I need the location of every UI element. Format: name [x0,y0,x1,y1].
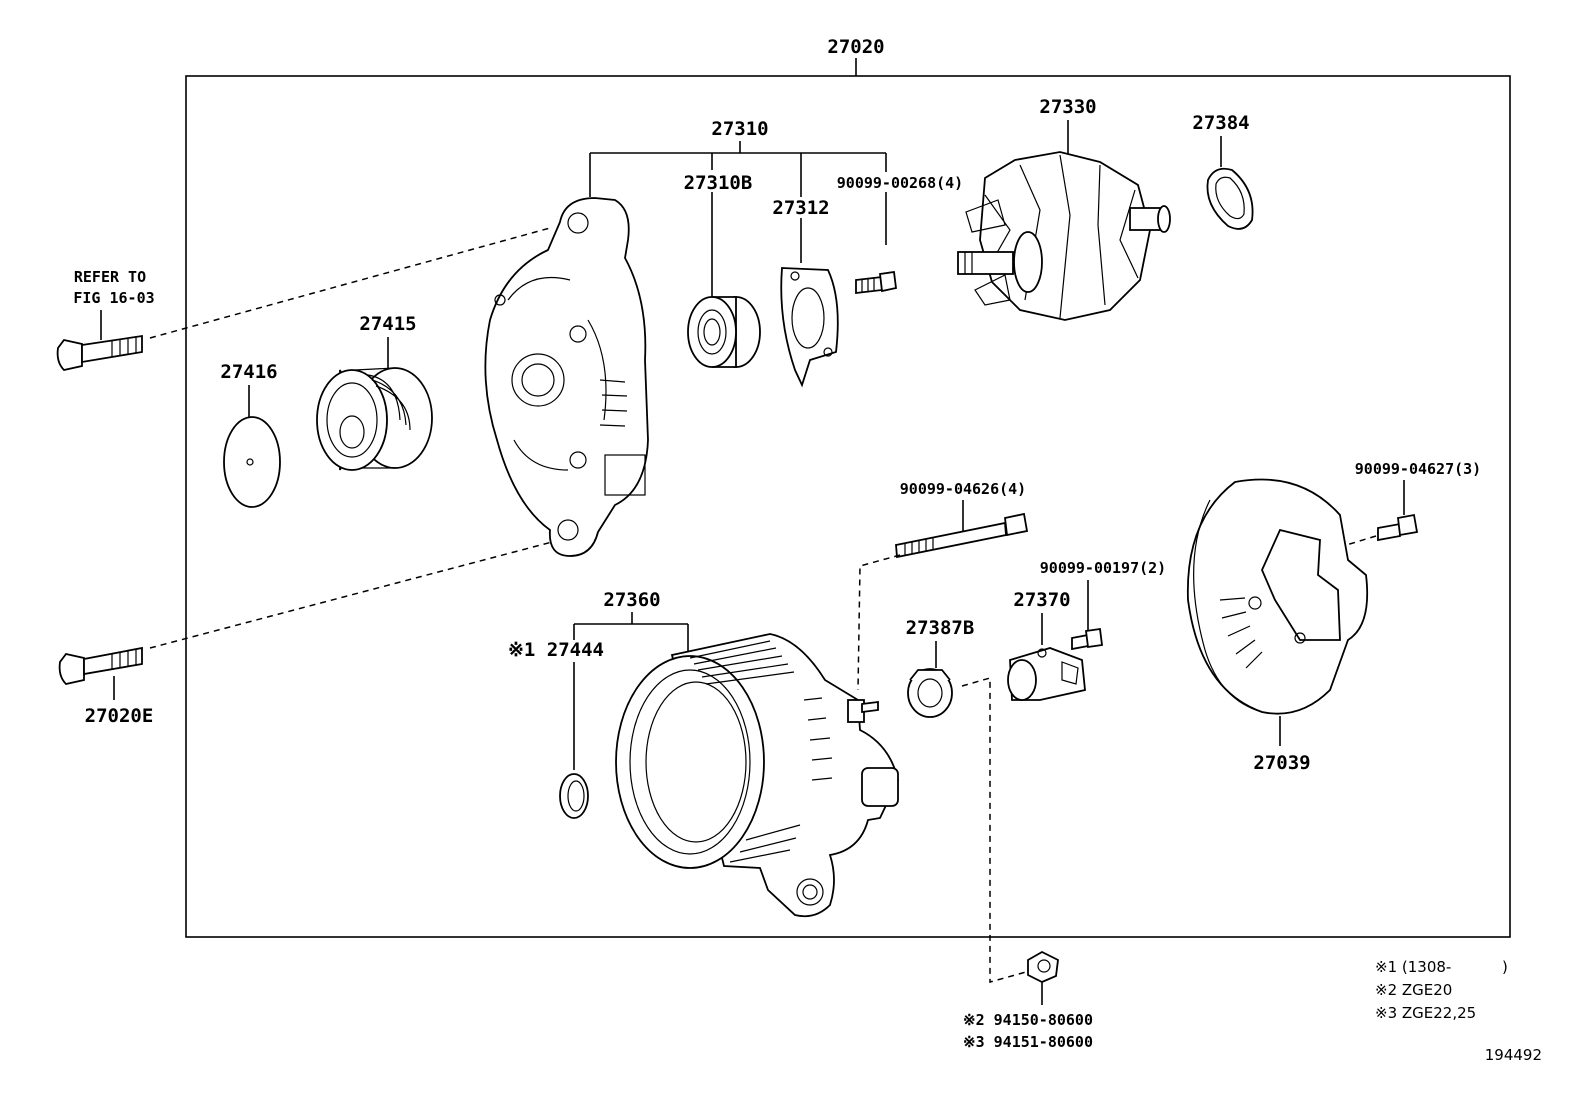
label-27360[interactable]: 27360 [603,589,660,611]
through-bolt-lower-part[interactable] [58,646,143,685]
screw-90099-00197-part[interactable] [1071,627,1104,651]
label-27415[interactable]: 27415 [359,313,416,335]
label-90099-04627[interactable]: 90099-04627(3) [1355,460,1481,478]
assembly-frame [185,75,1511,938]
bearing-part[interactable] [687,296,761,368]
label-27039[interactable]: 27039 [1253,752,1310,774]
dash-rear-cover-screw [1329,535,1377,551]
terminal-insulator-part[interactable] [907,668,953,718]
voltage-regulator-part[interactable] [1007,647,1086,701]
note-1-close: ) [1502,958,1508,976]
screw-90099-00268-part[interactable] [855,270,897,295]
label-90099-00197[interactable]: 90099-00197(2) [1040,559,1166,577]
label-27020e[interactable]: 27020E [85,705,154,727]
leader-27310-bracket [589,141,887,298]
seal-ring-part[interactable] [1206,167,1254,230]
dash-terminal-to-nut [961,677,1027,983]
label-94151[interactable]: ※3 94151-80600 [963,1033,1093,1051]
o-ring-27444-part[interactable] [559,773,589,819]
label-90099-04626[interactable]: 90099-04626(4) [900,480,1026,498]
label-refer-line1: REFER TO [74,268,146,286]
label-27387b[interactable]: 27387B [906,617,975,639]
label-94150[interactable]: ※2 94150-80600 [963,1011,1093,1029]
label-27370[interactable]: 27370 [1013,589,1070,611]
nut-part[interactable] [1027,950,1059,983]
through-bolt-upper-part[interactable] [56,334,143,371]
label-refer-line2: FIG 16-03 [73,289,154,307]
label-90099-00268[interactable]: 90099-00268(4) [837,174,963,192]
label-27310[interactable]: 27310 [711,118,768,140]
label-27330[interactable]: 27330 [1039,96,1096,118]
rotor-part[interactable] [957,151,1171,321]
label-27310b[interactable]: 27310B [684,172,753,194]
dash-refer-to-frame [149,227,551,339]
dash-long-bolt [857,554,901,691]
rear-cover-part[interactable] [1186,478,1369,715]
screw-90099-04627-part[interactable] [1377,513,1419,542]
label-27444[interactable]: ※1 27444 [508,639,604,661]
label-27416[interactable]: 27416 [220,361,277,383]
drive-end-frame-part[interactable] [484,197,649,557]
note-3: ※3 ZGE22,25 [1375,1004,1476,1022]
label-27312[interactable]: 27312 [772,197,829,219]
stator-housing-part[interactable] [615,633,899,918]
pulley-cap-part[interactable] [223,416,281,508]
label-27384[interactable]: 27384 [1192,112,1249,134]
note-2: ※2 ZGE20 [1375,981,1452,999]
long-bolt-part[interactable] [895,512,1029,559]
figure-id: 194492 [1485,1046,1542,1064]
dash-lower-bolt [149,541,553,649]
label-27020[interactable]: 27020 [827,36,884,58]
bearing-retainer-part[interactable] [780,267,839,388]
pulley-part[interactable] [316,367,433,471]
note-1: ※1 (1308- [1375,958,1451,976]
